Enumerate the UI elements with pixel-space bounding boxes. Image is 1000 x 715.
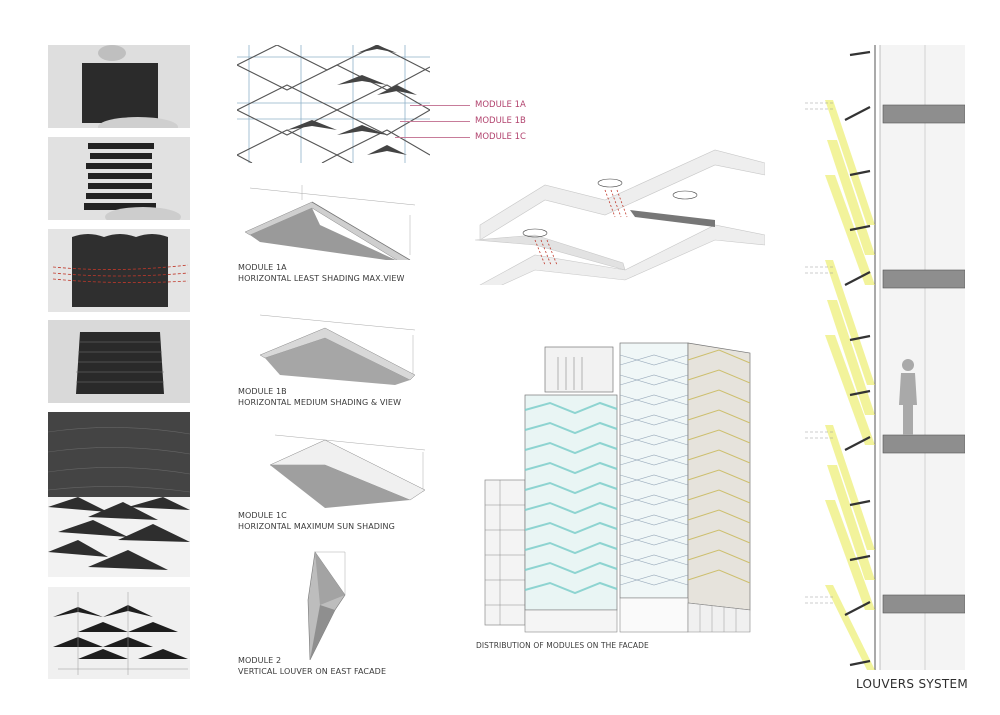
photo-triangular-modules-image [48, 587, 190, 679]
photo-triangular-modules [48, 587, 190, 679]
grid-label-module-1a: MODULE 1A [475, 100, 526, 110]
photo-expanded-sheet-image [48, 137, 190, 220]
module-1a-drawing [240, 180, 420, 260]
louvers-system-title: LOUVERS SYSTEM [856, 677, 969, 691]
photo-diamond-fold [48, 320, 190, 403]
building-facade-drawing [484, 342, 751, 633]
photo-flat-sheet-image [48, 45, 190, 128]
module-assembly-drawing [475, 149, 765, 285]
photo-expanded-sheet [48, 137, 190, 220]
leader-line-module-1b [400, 121, 470, 122]
louvers-section [805, 45, 965, 670]
module-2-drawing [300, 550, 370, 660]
module-2-subtitle: VERTICAL LOUVER ON EAST FACADE [238, 667, 387, 676]
module-1b-drawing [255, 310, 430, 385]
module-1c-title: MODULE 1C [238, 511, 287, 520]
module-2-title: MODULE 2 [238, 656, 282, 665]
human-figure [899, 359, 917, 435]
module-1b-title: MODULE 1B [238, 387, 287, 396]
photo-diamond-fold-image [48, 320, 190, 403]
photo-folded-sheet [48, 229, 190, 312]
module-1c-subtitle: HORIZONTAL MAXIMUM SUN SHADING [238, 522, 395, 531]
louvers-section-drawing [805, 45, 965, 670]
building-perspective [480, 335, 765, 635]
module-grid-diagram [237, 45, 430, 163]
leader-line-module-1c [395, 137, 470, 138]
photo-flat-sheet [48, 45, 190, 128]
photo-louver-closeup [48, 412, 190, 577]
building-caption: DISTRIBUTION OF MODULES ON THE FACADE [476, 641, 649, 650]
photo-louver-closeup-image [48, 412, 190, 577]
module-1a-shape [244, 185, 416, 260]
module-1c-shape [269, 434, 426, 508]
module-1b-subtitle: HORIZONTAL MEDIUM SHADING & VIEW [238, 398, 402, 407]
module-assembly-detail [475, 145, 765, 285]
module-2-shape [307, 551, 346, 660]
module-1a-title: MODULE 1A [238, 263, 287, 272]
photo-folded-sheet-image [48, 229, 190, 312]
grid-label-module-1c: MODULE 1C [475, 132, 526, 142]
module-grid-pattern [237, 45, 430, 163]
leader-line-module-1a [410, 105, 470, 106]
module-1c-drawing [265, 430, 435, 510]
module-1a-subtitle: HORIZONTAL LEAST SHADING MAX.VIEW [238, 274, 405, 283]
grid-label-module-1b: MODULE 1B [475, 116, 526, 126]
module-1b-shape [259, 314, 416, 385]
